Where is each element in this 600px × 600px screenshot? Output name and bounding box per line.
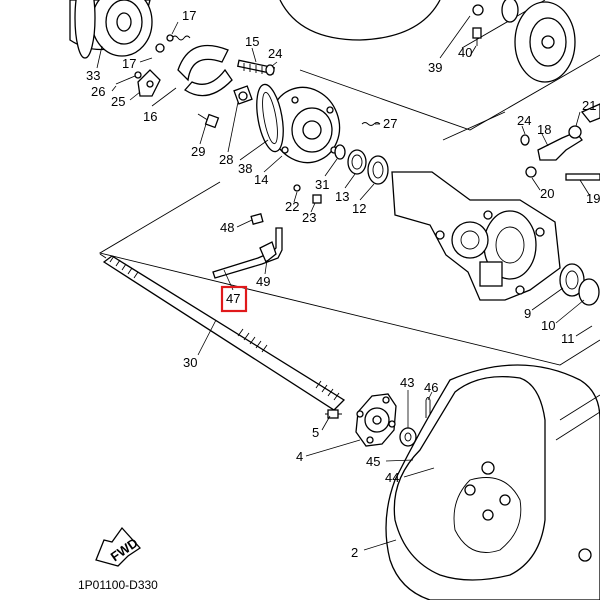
bracket-18[interactable] [537,125,583,161]
wheel-hub-4[interactable] [355,393,397,447]
nut-22[interactable] [293,184,301,192]
brake-shoes-16[interactable] [155,43,233,97]
label-20: 20 [540,186,554,201]
part-number-labels: 33 17 17 15 24 40 39 26 25 16 29 28 27 2… [86,8,600,560]
label-19: 19 [586,191,600,206]
label-23: 23 [302,210,316,225]
nut-20[interactable] [525,166,537,178]
label-4: 4 [296,449,303,464]
label-21: 21 [582,98,596,113]
wheel-tire-2[interactable] [385,364,600,600]
bolt-40[interactable] [472,27,482,46]
label-33: 33 [86,68,100,83]
oring-31[interactable] [334,144,346,160]
bolt-26[interactable] [115,71,142,85]
label-17-top: 17 [182,8,196,23]
label-12: 12 [352,201,366,216]
label-24-top: 24 [268,46,282,61]
bolt-23[interactable] [312,194,322,204]
label-45: 45 [366,454,380,469]
spring-27[interactable] [361,122,381,126]
bolt-15[interactable] [236,59,276,75]
label-48: 48 [220,220,234,235]
label-25: 25 [111,94,125,109]
label-40: 40 [458,45,472,60]
label-10: 10 [541,318,555,333]
label-9: 9 [524,306,531,321]
label-39: 39 [428,60,442,75]
fwd-arrow-icon: FWD [95,526,141,567]
clip-48[interactable] [250,213,264,225]
label-43: 43 [400,375,414,390]
label-13: 13 [335,189,349,204]
label-30: 30 [183,355,197,370]
label-29: 29 [191,144,205,159]
lever-21[interactable] [580,103,600,123]
label-15: 15 [245,34,259,49]
leader-lines [96,15,593,551]
plate-25[interactable] [137,69,161,97]
clamp-49[interactable] [259,241,277,264]
wheel-hub-33[interactable] [69,0,153,59]
label-18: 18 [537,122,551,137]
label-22: 22 [285,199,299,214]
washer-24[interactable] [265,64,275,76]
label-17-left: 17 [122,56,136,71]
label-27: 27 [383,116,397,131]
label-24-right: 24 [517,113,531,128]
brake-spring-17[interactable] [166,34,191,42]
label-38: 38 [238,161,252,176]
bolt-5[interactable] [325,409,342,419]
label-31: 31 [315,177,329,192]
label-16: 16 [143,109,157,124]
oring-24b[interactable] [520,134,530,146]
rod-19[interactable] [565,173,600,181]
label-47: 47 [226,291,240,306]
cam-lever-28[interactable] [233,85,253,105]
brake-panel-14[interactable] [260,78,350,173]
label-14: 14 [254,172,268,187]
label-5: 5 [312,425,319,440]
tire-top-fragment [279,0,441,41]
seal-38[interactable] [252,82,287,153]
bolt-29[interactable] [197,113,220,129]
oil-seal-13[interactable] [347,149,367,175]
label-11: 11 [561,331,575,346]
label-44: 44 [385,470,399,485]
label-2: 2 [351,545,358,560]
label-46: 46 [424,380,438,395]
final-gear-case[interactable] [391,171,561,301]
oil-seal-10[interactable] [578,278,600,306]
hub-39[interactable] [472,0,576,83]
highlight-box-47 [220,285,248,313]
rear-axle-30[interactable] [99,253,346,411]
label-28: 28 [219,152,233,167]
label-49: 49 [256,274,270,289]
diagram-code: 1P01100-D330 [78,578,158,592]
bearing-12[interactable] [367,155,389,185]
label-26: 26 [91,84,105,99]
